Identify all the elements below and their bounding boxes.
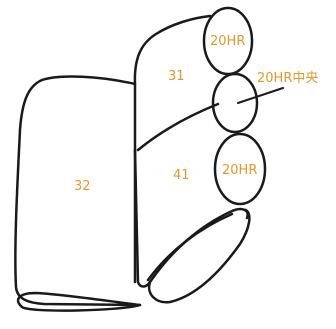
bottom-tip-inner-edge [146, 212, 234, 282]
circle-bottom: 20HR [213, 132, 267, 206]
bottom-tip-outline [147, 208, 251, 304]
region-31-outline [133, 14, 212, 86]
bottom-tip [146, 208, 251, 304]
circle-middle-shape [211, 72, 259, 134]
circle-top-label: 20HR [210, 34, 245, 49]
region-41-label: 41 [173, 168, 190, 183]
region-31-label: 31 [168, 69, 185, 84]
circle-top: 20HR [202, 6, 254, 76]
callout: 20HR中央 [237, 71, 318, 104]
region-32-base [16, 291, 142, 312]
callout-leader-line [237, 87, 284, 104]
callout-label: 20HR中央 [257, 71, 318, 86]
region-31-lower-edge [136, 102, 220, 152]
region-32-label: 32 [74, 179, 91, 194]
circle-top-shape [202, 6, 254, 76]
region-32: 32 [14, 75, 142, 312]
circle-bottom-label: 20HR [222, 163, 257, 178]
circle-middle [211, 72, 259, 134]
region-31: 31 [133, 14, 220, 152]
circle-bottom-shape [213, 132, 267, 206]
